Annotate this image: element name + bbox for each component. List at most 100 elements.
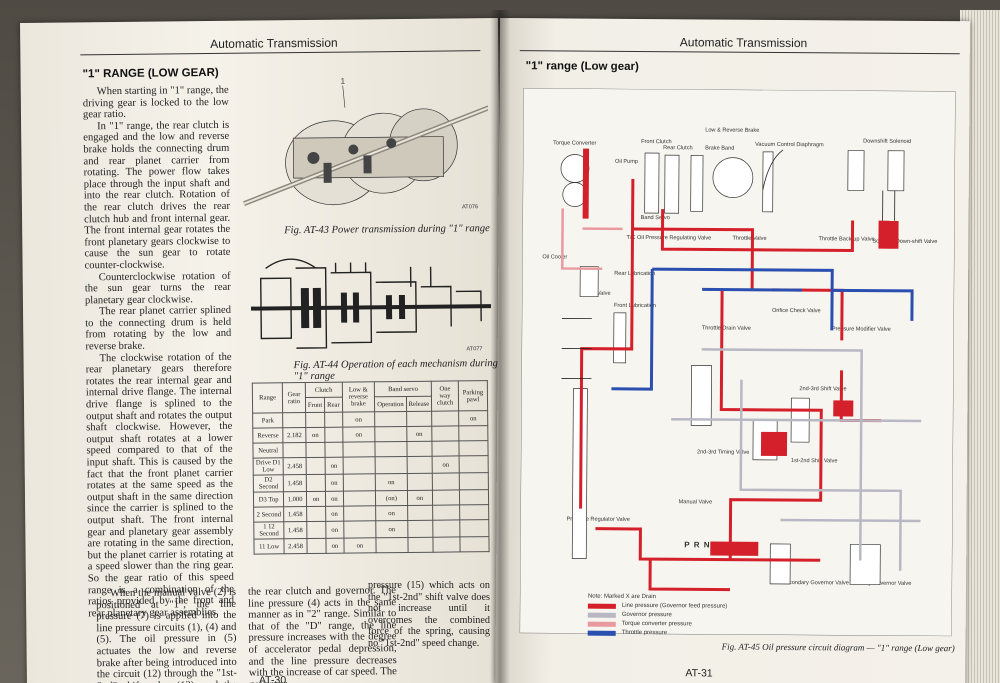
right-header-rule xyxy=(519,50,960,55)
table-cell xyxy=(282,412,306,428)
table-cell xyxy=(325,442,343,458)
intro-paragraph: The rear planet carrier splined to the c… xyxy=(85,305,232,353)
table-cell xyxy=(305,442,326,458)
table-header: Low & reverse brake xyxy=(341,381,375,413)
table-cell xyxy=(459,455,489,473)
bottom-text-col3: pressure (15) which acts on the "1st-2nd… xyxy=(368,580,490,650)
fig44-code: AT077 xyxy=(466,346,482,352)
label-shift-12: 1st-2nd Shift Valve xyxy=(791,458,838,464)
table-cell xyxy=(432,519,461,538)
intro-paragraph: When starting in "1" range, the driving … xyxy=(82,84,229,121)
table-cell: on xyxy=(432,455,460,474)
bottom-text-col1: When the manual valve (2) is positioned … xyxy=(96,587,237,683)
table-cell xyxy=(460,536,490,552)
table-cell: 1 12 Second xyxy=(253,521,285,540)
table-cell xyxy=(306,506,326,522)
table-cell xyxy=(459,440,489,456)
table-cell: on xyxy=(325,457,343,475)
legend-swatch xyxy=(587,630,616,636)
table-cell: 1.458 xyxy=(283,474,307,492)
label-vacuum-control: Vacuum Control Diaphragm xyxy=(755,142,824,148)
legend-label: Governor pressure xyxy=(621,611,672,619)
legend-item: Governor pressure xyxy=(587,611,727,620)
table-cell: on xyxy=(325,491,344,507)
table-cell: on xyxy=(407,490,433,506)
table-header-row: Range Gear ratio Clutch Low & reverse br… xyxy=(252,380,488,414)
table-cell: 1.458 xyxy=(284,521,307,539)
table-cell xyxy=(459,489,489,505)
table-cell: on xyxy=(325,474,344,492)
table-cell: D3 Top xyxy=(253,491,284,508)
label-pressure-modifier: Pressure Modifier Valve xyxy=(832,326,891,332)
legend-label: Line pressure (Governor feed pressure) xyxy=(621,602,728,610)
fig-at43-cutaway-illustration: 1 AT076 xyxy=(243,77,490,210)
table-header: Parking pawl xyxy=(458,380,488,411)
legend-label: Torque converter pressure xyxy=(621,620,692,628)
table-cell: on xyxy=(375,473,408,491)
table-cell xyxy=(306,538,327,554)
table-cell: on xyxy=(305,427,326,443)
label-front-lubrication: Front Lubrication xyxy=(614,303,656,309)
gear-operation-table: Range Gear ratio Clutch Low & reverse br… xyxy=(252,380,490,555)
table-cell: on xyxy=(306,491,326,507)
legend-note: Note: Marked X are Drain xyxy=(587,593,657,601)
table-cell: on xyxy=(375,505,408,521)
left-header-rule xyxy=(80,50,481,56)
table-subheader: Operation xyxy=(374,396,407,412)
label-secondary-governor: Secondary Governor Valve xyxy=(782,580,849,586)
intro-paragraph: In "1" range, the rear clutch is engaged… xyxy=(83,119,231,272)
table-cell xyxy=(283,442,306,458)
table-cell: on xyxy=(325,521,344,539)
fig43-caption: Fig. AT-43 Power transmission during "1"… xyxy=(284,223,490,237)
right-section-title: "1" range (Low gear) xyxy=(525,60,639,73)
label-timing-23: 2nd-3rd Timing Valve xyxy=(697,449,749,455)
label-solenoid-downshift: Solenoid Down-shift Valve xyxy=(872,239,937,245)
table-cell xyxy=(376,537,408,553)
fig44-caption: Fig. AT-44 Operation of each mechanism d… xyxy=(293,358,498,383)
label-orifice-check: Orifice Check Valve xyxy=(772,308,821,314)
left-section-title: "1" RANGE (LOW GEAR) xyxy=(82,66,219,81)
right-page: Automatic Transmission "1" range (Low ge… xyxy=(495,18,970,683)
fig43-code: AT076 xyxy=(462,204,478,210)
table-cell: Drive D1 Low xyxy=(253,457,284,476)
table-cell xyxy=(459,472,489,490)
table-subheader: Release xyxy=(406,396,432,412)
label-throttle-drain: Throttle Drain Valve xyxy=(702,325,751,331)
legend-item: Line pressure (Governor feed pressure) xyxy=(587,602,728,611)
table-cell: Reverse xyxy=(252,427,284,444)
label-downshift-solenoid: Downshift Solenoid xyxy=(863,139,911,145)
table-cell xyxy=(406,441,433,457)
figure-marker: 1 xyxy=(341,77,346,86)
label-throttle-backup: Throttle Back-up Valve xyxy=(818,236,874,242)
table-cell xyxy=(306,521,327,539)
table-cell xyxy=(374,426,407,442)
table-cell xyxy=(324,412,343,428)
table-header: Gear ratio xyxy=(282,382,306,413)
table-cell xyxy=(432,440,460,457)
label-throttle-valve: Throttle Valve xyxy=(732,236,766,242)
table-cell: 2.182 xyxy=(283,427,306,443)
table-cell xyxy=(375,456,407,474)
label-rear-lubrication: Rear Lubrication xyxy=(614,271,655,277)
table-cell: Neutral xyxy=(252,442,284,459)
label-tc-valve: T/C Oil Pressure Regulating Valve xyxy=(626,235,711,242)
table-cell: on xyxy=(375,520,408,538)
table-cell xyxy=(432,489,460,506)
table-cell xyxy=(342,456,376,475)
table-cell xyxy=(342,473,376,492)
table-cell xyxy=(431,410,459,427)
legend-swatch xyxy=(587,621,616,627)
table-cell: 1.458 xyxy=(283,506,307,522)
table-subheader: Rear xyxy=(324,397,343,413)
table-cell xyxy=(375,441,407,457)
table-cell: on xyxy=(406,426,433,442)
table-cell xyxy=(432,504,460,521)
label-band-servo: Band Servo xyxy=(641,215,670,221)
table-cell xyxy=(406,456,433,474)
table-cell xyxy=(406,411,432,427)
table-header: Clutch xyxy=(305,382,343,398)
left-intro-column: When starting in "1" range, the driving … xyxy=(83,85,235,620)
